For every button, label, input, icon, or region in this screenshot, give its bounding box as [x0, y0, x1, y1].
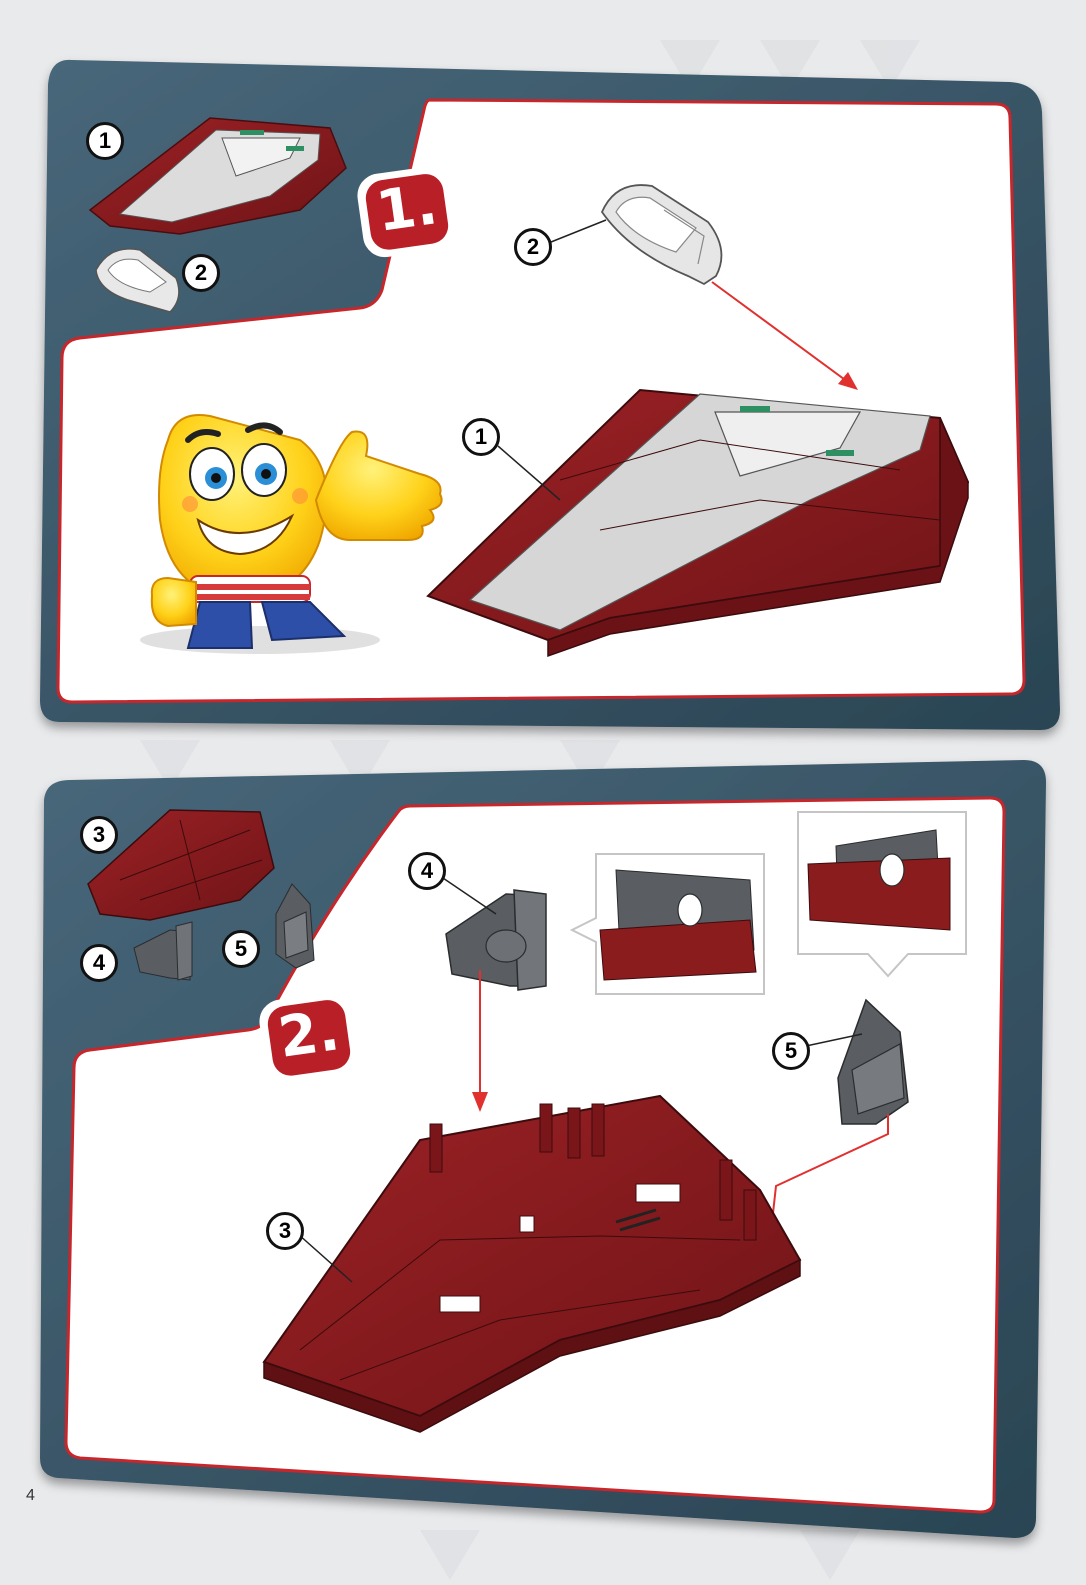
- callout-label: 1: [99, 128, 111, 153]
- page-number: 4: [26, 1487, 35, 1505]
- detail-inset-left: [572, 854, 764, 994]
- legend-callout-5: 5: [222, 930, 260, 968]
- detail-inset-right: [798, 812, 966, 976]
- callout-label: 5: [785, 1038, 797, 1063]
- callout-label: 4: [421, 858, 433, 883]
- callout-label: 4: [93, 950, 105, 975]
- step-1-number: 1.: [367, 169, 446, 248]
- callout-bracket: 4: [408, 852, 446, 890]
- callout-label: 1: [475, 424, 487, 449]
- legend-callout-3: 3: [80, 816, 118, 854]
- legend-callout-1: 1: [86, 122, 124, 160]
- callout-label: 3: [279, 1218, 291, 1243]
- callout-canopy: 2: [514, 228, 552, 266]
- legend-callout-2: 2: [182, 254, 220, 292]
- callout-side-panel: 5: [772, 1032, 810, 1070]
- callout-label: 3: [93, 822, 105, 847]
- callout-hull: 1: [462, 418, 500, 456]
- callout-label: 2: [195, 260, 207, 285]
- legend-callout-4: 4: [80, 944, 118, 982]
- callout-label: 5: [235, 936, 247, 961]
- callout-base: 3: [266, 1212, 304, 1250]
- callout-label: 2: [527, 234, 539, 259]
- step-2-number: 2.: [269, 995, 348, 1074]
